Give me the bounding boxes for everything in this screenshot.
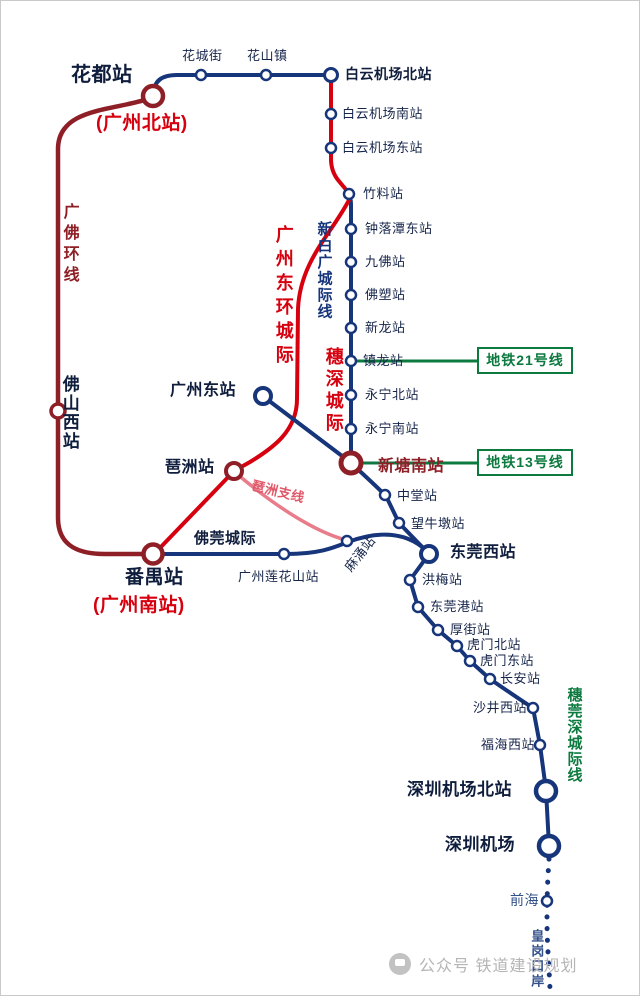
station-dot-szjc [536,833,562,859]
station-label-fuhaixi: 福海西站 [481,737,536,752]
line-xinbaiguang-top [152,73,333,95]
station-label-byjc-dong: 白云机场东站 [342,140,424,155]
station-dot-byjc-dong [324,141,338,155]
line-label-guangfo-loop: 广佛环线 [60,203,78,287]
station-label-huashanzhen: 花山镇 [247,48,288,63]
station-label-gzbei-alt: (广州北站) [96,113,188,134]
station-dot-fosu [344,288,358,302]
station-dot-dongguangang [411,600,425,614]
line-label-xinbaiguang: 新白广城际线 [315,221,333,320]
station-label-huanggang: 皇岗口岸 [529,929,545,989]
station-label-panyu: 番禺站 [125,567,184,588]
line-label-gz-east-ring: 广州东环城际 [273,225,294,369]
station-dot-szjc-bei [533,778,559,804]
station-label-xinlong: 新龙站 [365,320,406,335]
station-dot-jiufo [344,255,358,269]
station-dot-qianhai [540,894,554,908]
metro-line21-badge: 地铁21号线 [477,347,573,374]
station-dot-zhuliao [342,187,356,201]
station-label-xintangnan: 新塘南站 [378,458,445,475]
station-label-jiufo: 九佛站 [365,254,406,269]
station-label-dongguangang: 东莞港站 [430,599,485,614]
station-label-fosu: 佛塑站 [365,287,406,302]
line-label-suiguanshen: 穗莞深城际线 [565,687,583,783]
station-dot-shajingxi [526,701,540,715]
station-dot-byjc-nan [324,107,338,121]
station-label-changan: 长安站 [500,671,541,686]
station-label-huachengjie: 花城街 [182,48,223,63]
station-dot-xintangnan [338,450,364,476]
station-dot-wangniudun [392,516,406,530]
station-dot-humendong [463,654,477,668]
line-label-suishen: 穗深城际 [323,347,344,435]
station-label-wangniudun: 望牛墩站 [411,516,466,531]
watermark-text: 公众号 铁道建设规划 [419,958,578,975]
line-pazhou-branch [235,472,348,542]
station-label-yongningnan: 永宁南站 [365,421,420,436]
station-label-gznan-alt: (广州南站) [93,595,185,616]
line-airport-red [329,74,350,194]
station-label-zhenlong: 镇龙站 [363,353,404,368]
station-label-szjc-bei: 深圳机场北站 [407,780,512,799]
station-dot-huadu [140,83,166,109]
station-dot-huashanzhen [259,68,273,82]
watermark-logo-icon [389,953,411,975]
station-dot-zhenlong [344,354,358,368]
line-label-foguan: 佛莞城际 [194,530,257,547]
station-dot-lianhuashan [277,547,291,561]
line-east-ring-red [155,196,352,553]
station-label-shajingxi: 沙井西站 [473,700,528,715]
station-dot-zhongluotandong [344,222,358,236]
line-suishen-gzdong [262,395,352,464]
station-dot-xinlong [344,321,358,335]
station-dot-machong [340,534,354,548]
station-dot-gzdong [253,386,273,406]
station-label-foshanxi: 佛山西站 [59,375,79,451]
station-label-hongmei: 洪梅站 [422,572,463,587]
station-dot-zhongtang [378,488,392,502]
watermark: 公众号 铁道建设规划 [389,952,577,976]
metro-line13-badge: 地铁13号线 [477,449,573,476]
station-dot-dongguanxi [419,544,439,564]
station-label-byjc-bei: 白云机场北站 [345,66,432,82]
line-guangfo-loop [55,95,154,557]
station-dot-pazhou [224,461,244,481]
station-dot-byjc-bei [323,67,339,83]
station-dot-houjie [431,623,445,637]
station-dot-yongningbei [344,388,358,402]
station-label-humendong: 虎门东站 [480,653,535,668]
station-dot-foshanxi [49,402,67,420]
station-label-lianhuashan: 广州莲花山站 [238,569,320,584]
station-dot-huachengjie [194,68,208,82]
station-label-byjc-nan: 白云机场南站 [342,106,424,121]
station-label-yongningbei: 永宁北站 [365,387,420,402]
station-label-humenbei: 虎门北站 [467,637,522,652]
station-label-pazhou: 琶洲站 [165,459,215,476]
station-label-zhongluotandong: 钟落潭东站 [365,221,433,236]
station-dot-hongmei [403,573,417,587]
station-label-dongguanxi: 东莞西站 [450,544,517,561]
station-dot-fuhaixi [533,738,547,752]
line-dotted-extension [544,856,553,992]
station-label-huadu: 花都站 [71,64,133,86]
station-label-zhongtang: 中堂站 [397,488,438,503]
station-label-qianhai: 前海 [510,892,539,908]
station-label-zhuliao: 竹料站 [363,186,404,201]
station-dot-yongningnan [344,422,358,436]
station-dot-changan [483,672,497,686]
station-label-houjie: 厚街站 [450,622,491,637]
station-dot-panyu [141,542,165,566]
station-label-gzdong: 广州东站 [170,382,237,399]
station-label-szjc: 深圳机场 [445,835,515,854]
station-dot-humenbei [450,639,464,653]
